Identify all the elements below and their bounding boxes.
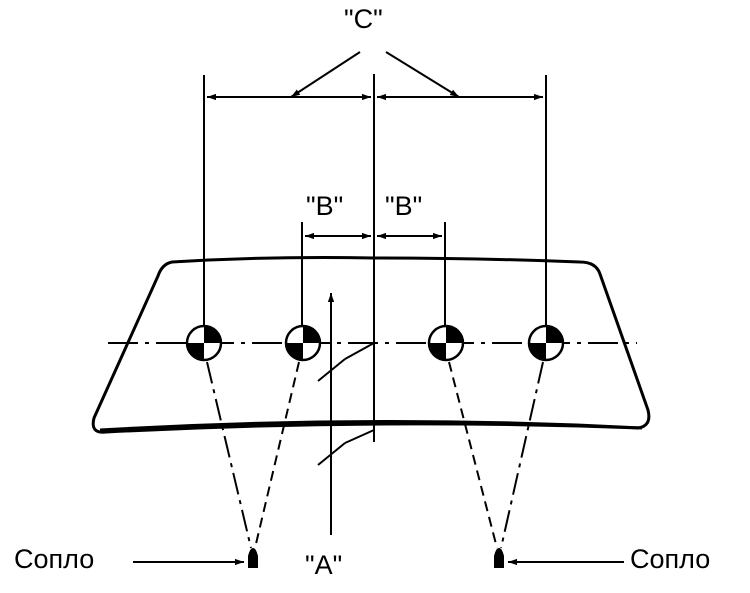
nozzle-left-icon <box>248 548 258 568</box>
spray-line-left-outer <box>206 361 252 549</box>
spray-line-right-inner <box>448 361 498 549</box>
leader-c-right <box>385 51 460 98</box>
spray-point-inner-left <box>284 324 322 362</box>
dimension-a-tick-bottom <box>317 442 346 466</box>
dimension-a-tick-bottom-link <box>344 429 375 444</box>
nozzle-right-icon <box>494 548 504 568</box>
nozzle-right-label: Сопло <box>630 544 711 574</box>
spray-point-outer-right <box>527 324 565 362</box>
dimension-b-right-label: "B" <box>385 191 423 221</box>
dimension-b-left-label: "B" <box>306 191 344 221</box>
spray-point-outer-left <box>185 324 223 362</box>
dimension-a-tick-mid <box>344 342 375 360</box>
spray-line-right-outer <box>500 361 544 549</box>
spray-line-left-inner <box>254 361 300 549</box>
windshield-lower-edge <box>99 419 643 432</box>
dimension-a-tick-top <box>317 358 346 382</box>
dimension-c-label: "C" <box>344 4 383 34</box>
dimension-a-label: "A" <box>305 550 343 580</box>
nozzle-left-label: Сопло <box>14 544 95 574</box>
spray-point-inner-right <box>427 324 465 362</box>
leader-c-left <box>290 51 361 98</box>
